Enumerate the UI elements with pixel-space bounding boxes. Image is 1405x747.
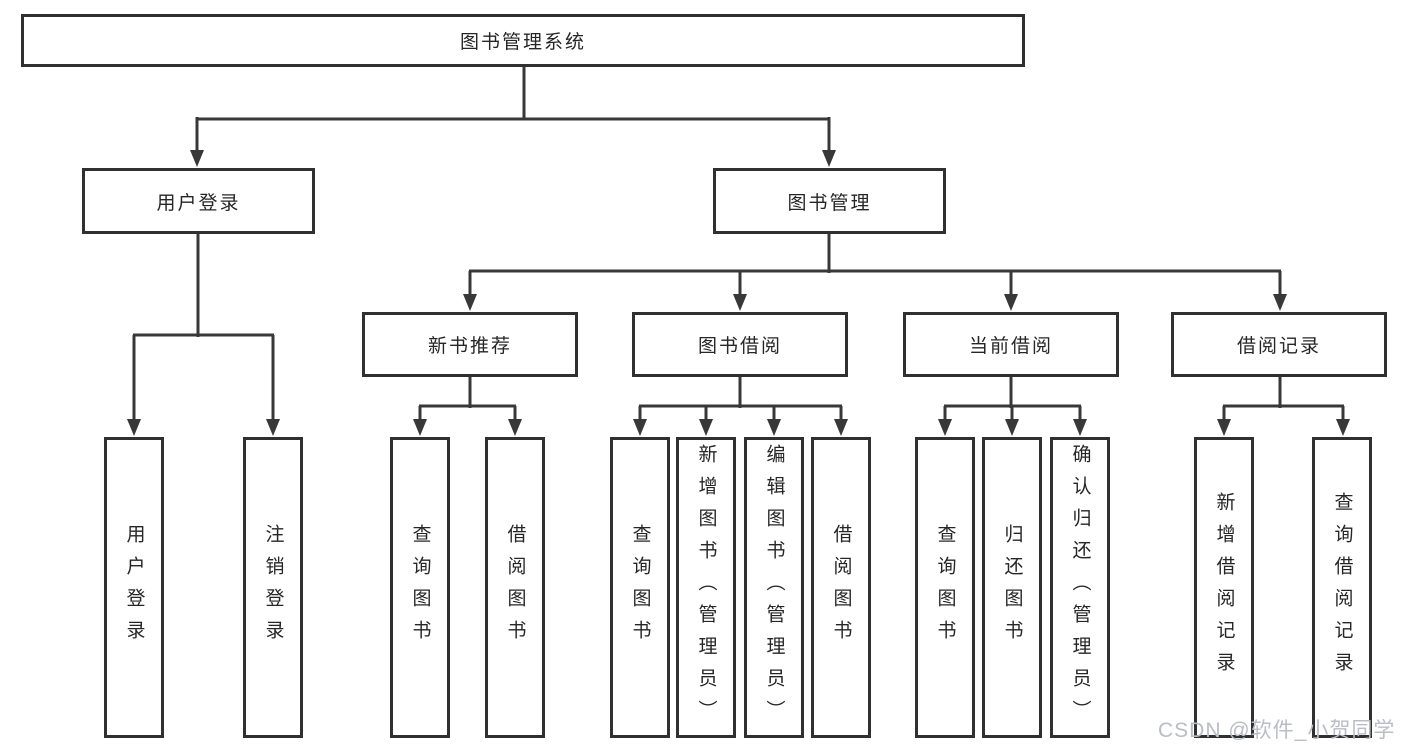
- leaf-newbook-query-books: 查询图书: [390, 437, 450, 738]
- node-label: 图书借阅: [697, 336, 782, 357]
- node-library-management-system: 图书管理系统: [21, 14, 1025, 67]
- leaf-logout: 注销登录: [243, 437, 303, 738]
- leaf-label: 借阅图书: [830, 523, 852, 652]
- node-label: 新书推荐: [427, 336, 512, 357]
- node-label: 借阅记录: [1236, 336, 1321, 357]
- leaf-label: 查询借阅记录: [1331, 491, 1353, 684]
- leaf-borrow-borrow-books: 借阅图书: [811, 437, 871, 738]
- leaf-label: 查询图书: [409, 523, 431, 652]
- leaf-newbook-borrow-books: 借阅图书: [485, 437, 545, 738]
- node-label: 图书管理系统: [459, 32, 586, 53]
- leaf-label: 编辑图书（管理员）: [763, 443, 785, 732]
- leaf-label: 查询图书: [629, 523, 651, 652]
- arrowheads: [127, 150, 1350, 436]
- leaf-label: 新增借阅记录: [1213, 491, 1235, 684]
- node-label: 图书管理: [787, 192, 872, 214]
- leaf-label: 借阅图书: [504, 523, 526, 652]
- leaf-borrow-edit-books-admin: 编辑图书（管理员）: [744, 437, 804, 738]
- leaf-record-add-record: 新增借阅记录: [1194, 437, 1254, 738]
- leaf-label: 确认归还（管理员）: [1069, 443, 1091, 732]
- watermark: CSDN @软件_小贺同学: [1158, 719, 1396, 742]
- node-label: 用户登录: [156, 192, 241, 214]
- leaf-current-confirm-return-admin: 确认归还（管理员）: [1050, 437, 1110, 738]
- node-book-management: 图书管理: [713, 168, 946, 234]
- leaf-record-query-record: 查询借阅记录: [1312, 437, 1372, 738]
- node-current-borrowing: 当前借阅: [903, 312, 1119, 377]
- node-new-book-recommendation: 新书推荐: [362, 312, 578, 377]
- leaf-borrow-add-books-admin: 新增图书（管理员）: [676, 437, 736, 738]
- leaf-label: 归还图书: [1001, 523, 1023, 652]
- node-borrowing-records: 借阅记录: [1171, 312, 1387, 377]
- node-label: 当前借阅: [968, 336, 1053, 357]
- leaf-label: 新增图书（管理员）: [695, 443, 717, 732]
- leaf-label: 用户登录: [123, 523, 145, 652]
- node-book-borrowing: 图书借阅: [632, 312, 848, 377]
- leaf-label: 查询图书: [934, 523, 956, 652]
- leaf-label: 注销登录: [262, 523, 284, 652]
- leaf-borrow-query-books: 查询图书: [610, 437, 670, 738]
- leaf-current-return-books: 归还图书: [982, 437, 1042, 738]
- node-user-login: 用户登录: [82, 168, 315, 234]
- leaf-current-query-books: 查询图书: [915, 437, 975, 738]
- leaf-user-login: 用户登录: [104, 437, 164, 738]
